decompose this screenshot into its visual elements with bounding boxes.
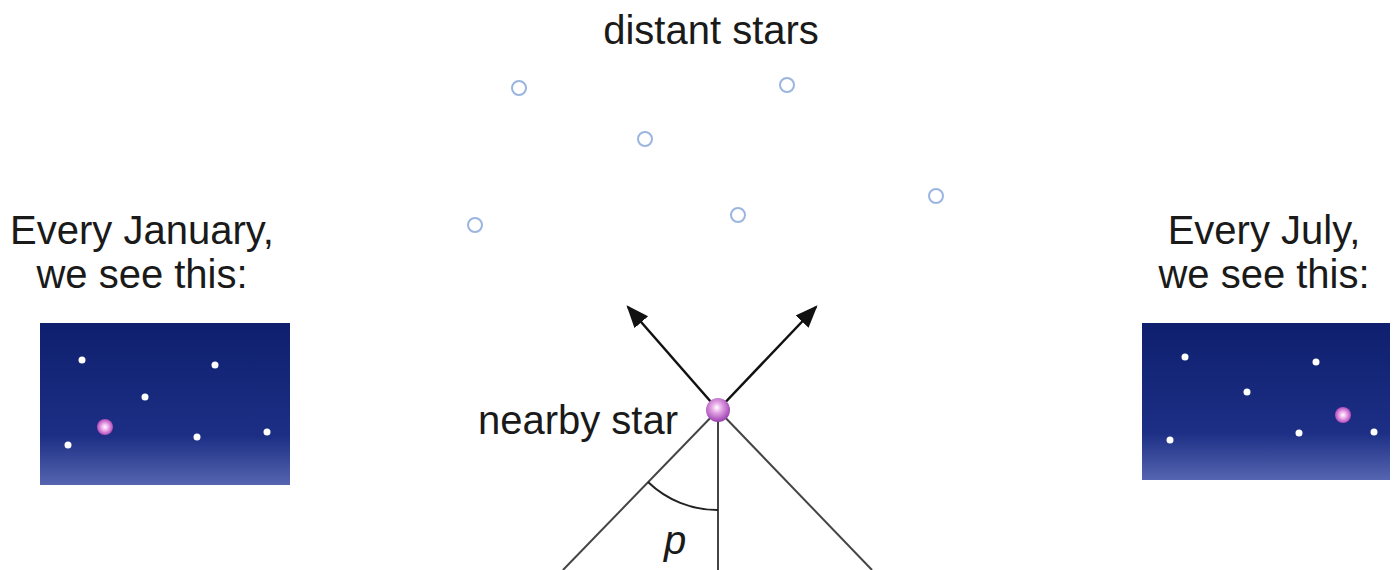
- sky-stars: [1142, 323, 1390, 480]
- sky-view-panel: Every July, we see this:: [1140, 208, 1392, 480]
- sky-stars: [40, 323, 290, 485]
- distant-stars: [468, 78, 943, 232]
- night-sky-view: [1142, 323, 1390, 480]
- direction-arrows: [628, 307, 816, 410]
- nearby-star: [706, 398, 730, 422]
- view-heading: Every July, we see this:: [1149, 208, 1379, 296]
- angle-label: p: [655, 518, 695, 562]
- region-label: distant stars: [585, 8, 837, 52]
- star-label: nearby star: [420, 398, 678, 442]
- night-sky-view: [40, 323, 290, 485]
- view-heading: Every January, we see this:: [2, 208, 282, 296]
- sky-view-panel: Every January, we see this:: [2, 208, 302, 485]
